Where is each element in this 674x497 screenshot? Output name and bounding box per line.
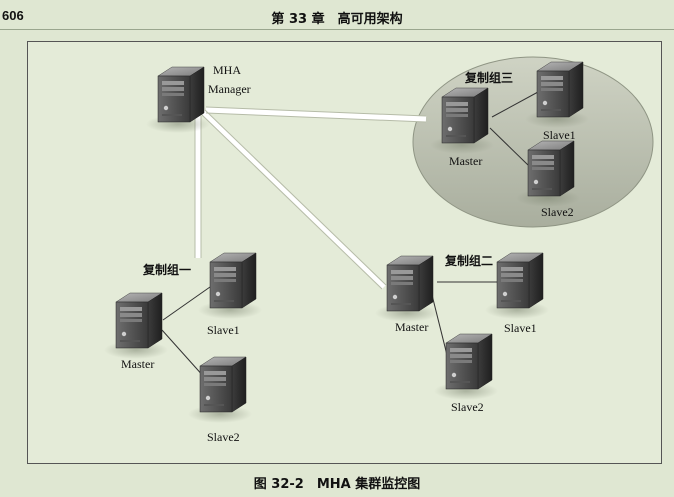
group2-master-label: Master — [395, 320, 428, 334]
link-g3-master-slave1 — [491, 91, 539, 118]
link-g1-master-slave2 — [161, 329, 206, 379]
manager-server-icon — [146, 66, 210, 133]
link-g3-master-slave2 — [489, 127, 529, 166]
link-manager-group2 — [200, 109, 387, 290]
replication-links — [161, 91, 539, 379]
link-manager-group3 — [205, 107, 427, 122]
group2-master-server-icon — [375, 255, 439, 322]
header-rule — [0, 29, 674, 30]
link-g1-master-slave1 — [162, 286, 211, 321]
group2-slave2-label: Slave2 — [451, 400, 484, 414]
group3-master-label: Master — [449, 154, 482, 168]
manager-label-line1: MHA — [213, 63, 241, 77]
group3-slave1-label: Slave1 — [543, 128, 576, 142]
group1-slave2-server-icon — [188, 356, 252, 423]
group2-slave2-server-icon — [434, 333, 498, 400]
figure-caption: 图 32-2 MHA 集群监控图 — [253, 477, 421, 492]
group3-title: 复制组三 — [464, 70, 513, 85]
group2-slave1-server-icon — [485, 252, 549, 319]
group3-slave2-label: Slave2 — [541, 205, 574, 219]
group1-slave1-label: Slave1 — [207, 323, 240, 337]
page-number: 606 — [2, 8, 24, 23]
group1-title: 复制组一 — [142, 262, 191, 277]
group3-slave1-server-icon — [525, 61, 589, 128]
group1-slave1-server-icon — [198, 252, 262, 319]
group2-title: 复制组二 — [444, 253, 493, 268]
group3-master-server-icon — [430, 87, 494, 154]
group3-slave2-server-icon — [516, 140, 580, 207]
group1-master-server-icon — [104, 292, 168, 359]
group2-slave1-label: Slave1 — [504, 321, 537, 335]
group1-slave2-label: Slave2 — [207, 430, 240, 444]
manager-label-line2: Manager — [208, 82, 251, 96]
link-g2-master-slave2 — [431, 294, 448, 356]
chapter-header: 第 33 章 高可用架构 — [271, 12, 403, 27]
group1-master-label: Master — [121, 357, 154, 371]
manager-links — [195, 107, 427, 290]
